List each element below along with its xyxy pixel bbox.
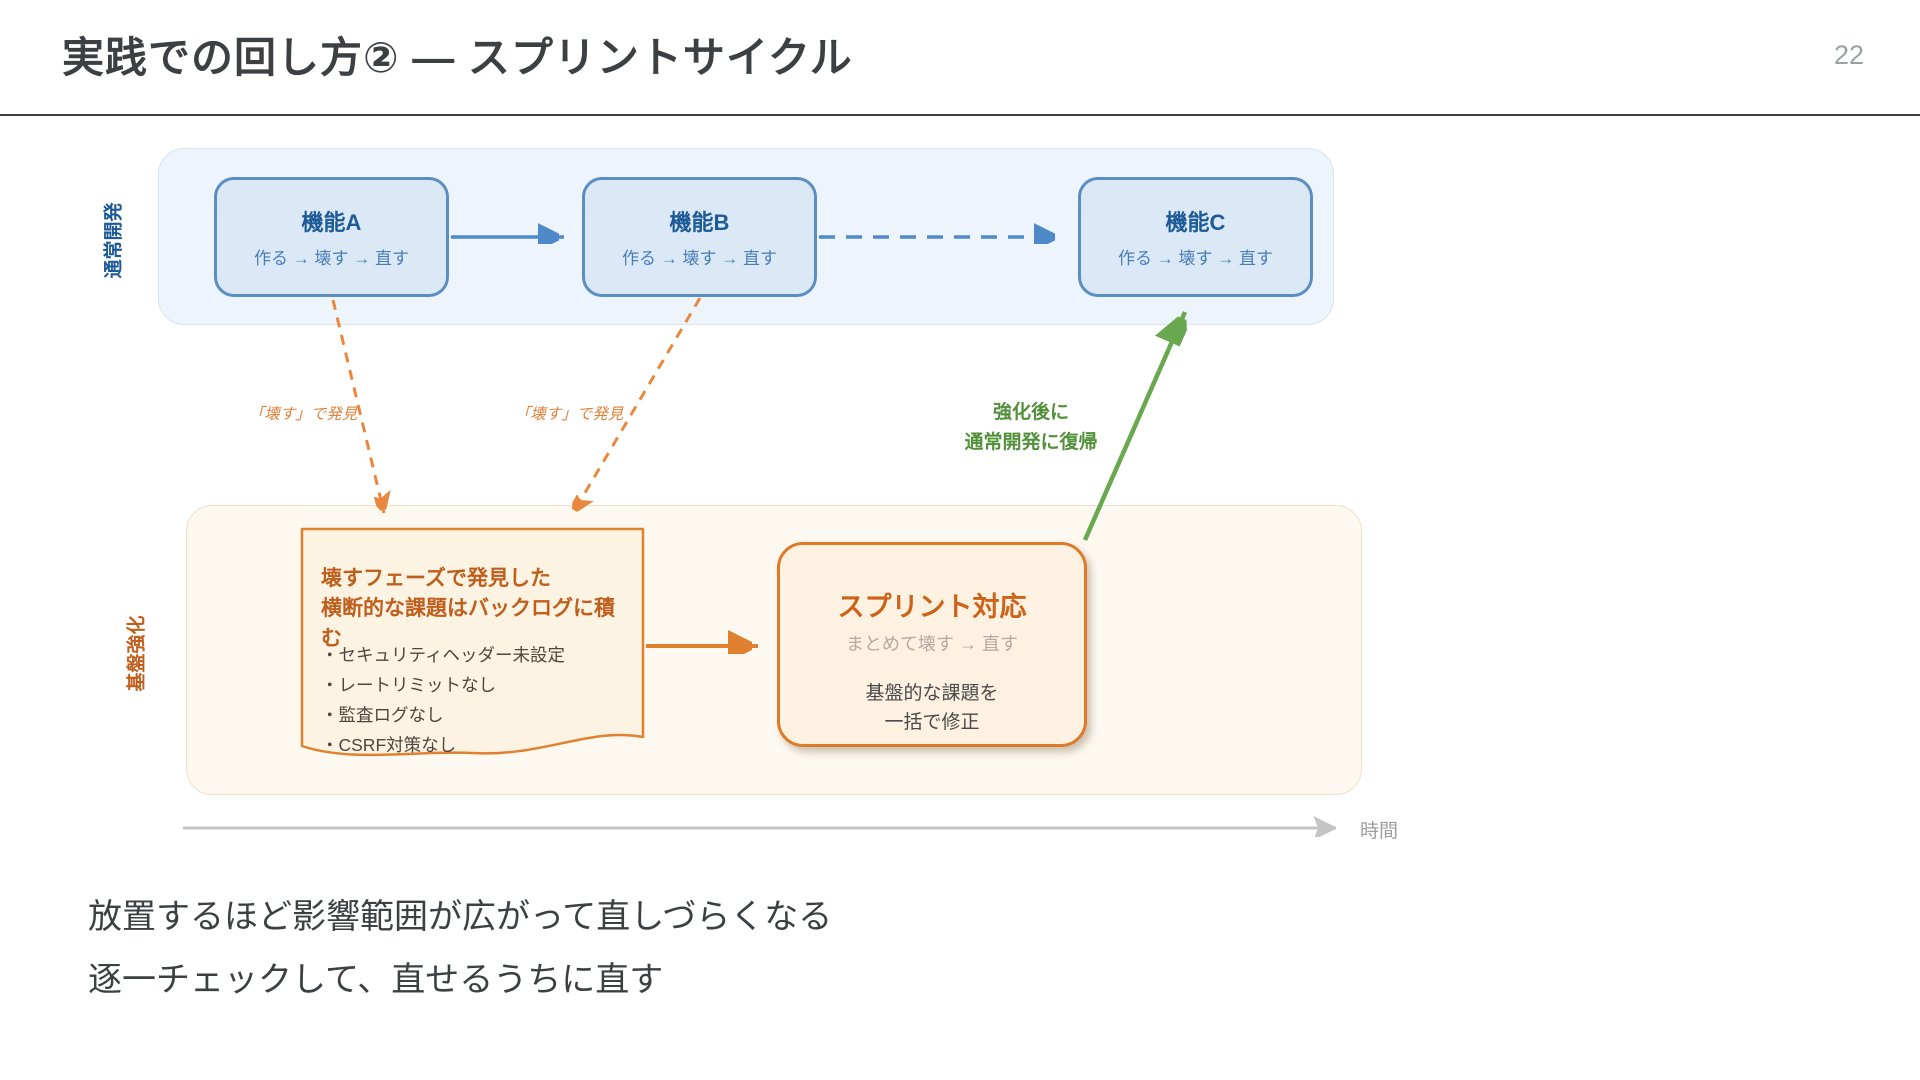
backlog-note-title-line2: 横断的な課題はバックログに積む	[321, 596, 615, 650]
backlog-note-item: ・セキュリティヘッダー未設定	[321, 645, 565, 665]
lane-label-foundation-strengthening: 基盤強化	[126, 615, 148, 692]
feature-a-title: 機能A	[301, 210, 362, 235]
feature-a-box: 機能A 作る → 壊す → 直す	[214, 177, 449, 297]
sprint-response-box: スプリント対応 まとめて壊す → 直す 基盤的な課題を 一括で修正	[777, 542, 1087, 747]
return-label-line1: 強化後に	[992, 402, 1069, 423]
sprint-subtitle: まとめて壊す → 直す	[845, 634, 1018, 654]
discover-label-b: 「壊す」で発見	[514, 406, 624, 423]
feature-b-box: 機能B 作る → 壊す → 直す	[582, 177, 817, 297]
summary-text: 放置するほど影響範囲が広がって直しづらくなる 逐一チェックして、直せるうちに直す	[88, 886, 832, 1012]
backlog-note-title-line1: 壊すフェーズで発見した	[321, 567, 551, 590]
return-label-line2: 通常開発に復帰	[964, 432, 1098, 454]
return-to-normal-label: 強化後に 通常開発に復帰	[946, 398, 1116, 459]
header-divider	[0, 114, 1920, 116]
sprint-body-line1: 基盤的な課題を	[865, 683, 999, 704]
page-title: 実践での回し方② — スプリントサイクル	[62, 34, 853, 81]
feature-a-subtitle: 作る → 壊す → 直す	[254, 249, 409, 268]
lane-label-normal-development: 通常開発	[103, 202, 125, 279]
backlog-note-item: ・CSRF対策なし	[321, 735, 457, 756]
sprint-body-line2: 一括で修正	[884, 711, 980, 733]
sprint-body: 基盤的な課題を 一括で修正	[865, 680, 998, 737]
backlog-note-list: ・セキュリティヘッダー未設定 ・レートリミットなし ・監査ログなし ・CSRF対…	[321, 640, 633, 760]
discover-label-a: 「壊す」で発見	[248, 406, 358, 423]
timeline-label: 時間	[1360, 821, 1399, 842]
backlog-note-item: ・監査ログなし	[321, 705, 444, 726]
summary-line2: 逐一チェックして、直せるうちに直す	[88, 960, 664, 999]
feature-b-subtitle: 作る → 壊す → 直す	[622, 249, 777, 268]
backlog-note-item: ・レートリミットなし	[321, 675, 496, 696]
page-number: 22	[1834, 40, 1865, 70]
summary-line1: 放置するほど影響範囲が広がって直しづらくなる	[88, 898, 833, 936]
sprint-title: スプリント対応	[837, 592, 1027, 622]
feature-b-title: 機能B	[669, 210, 730, 235]
feature-c-title: 機能C	[1165, 210, 1226, 235]
feature-c-box: 機能C 作る → 壊す → 直す	[1078, 177, 1313, 297]
backlog-note-title: 壊すフェーズで発見した 横断的な課題はバックログに積む	[321, 564, 633, 653]
feature-c-subtitle: 作る → 壊す → 直す	[1118, 249, 1273, 268]
